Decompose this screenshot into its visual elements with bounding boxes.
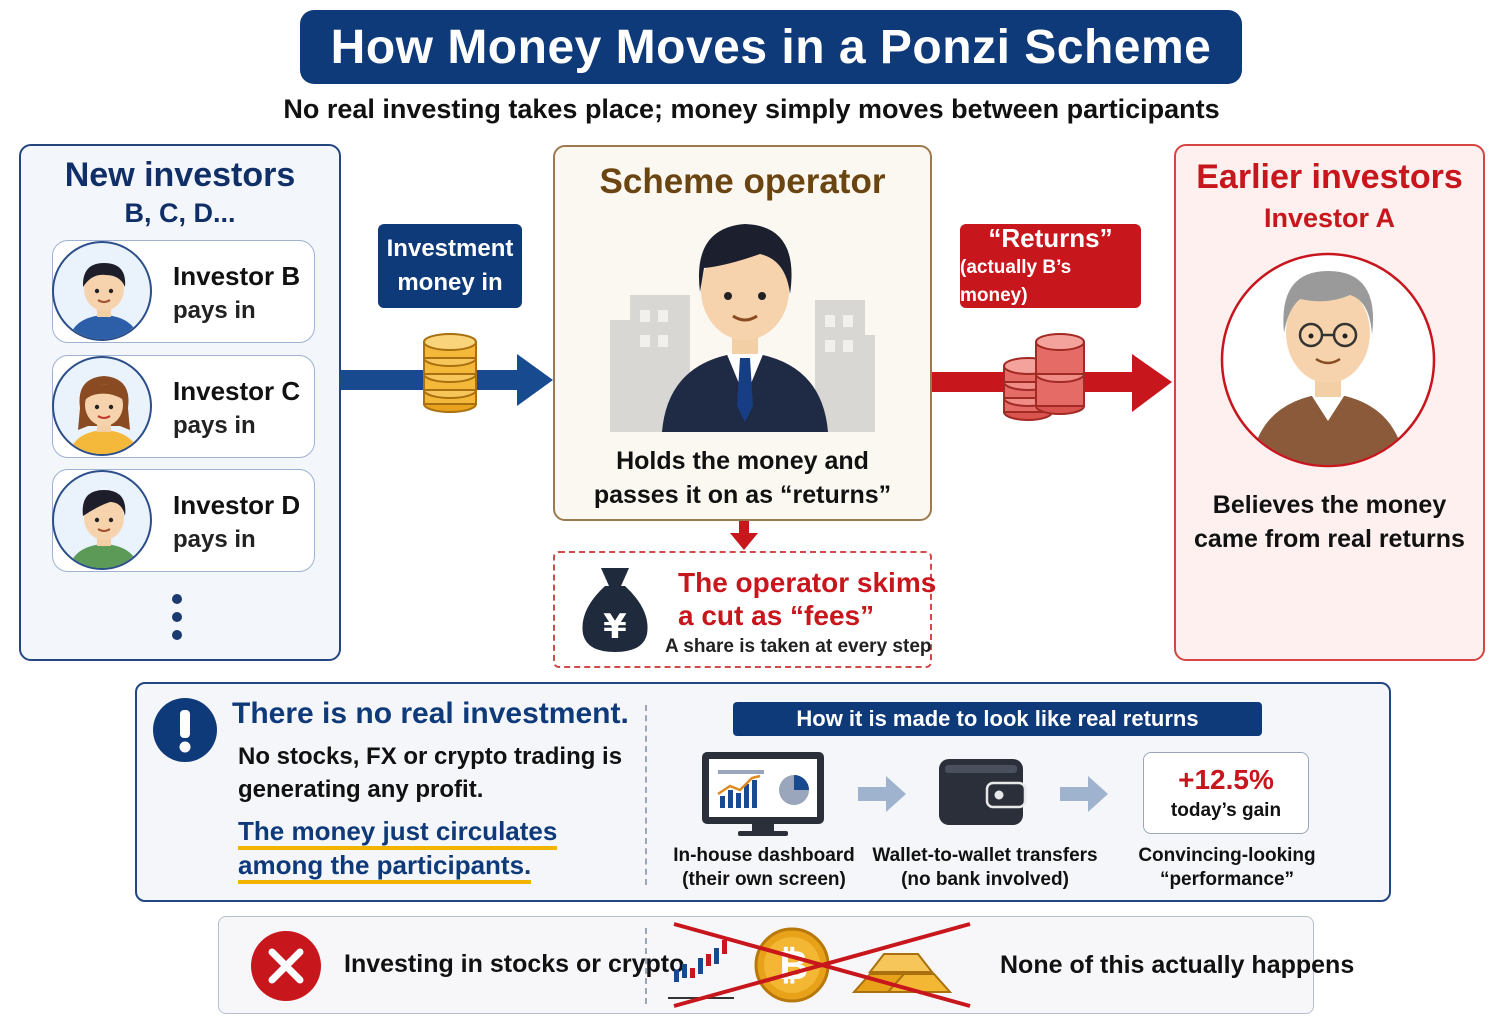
gain-label: today’s gain bbox=[1170, 800, 1282, 821]
investor-d-avatar-icon bbox=[52, 470, 152, 570]
investor-b-action: pays in bbox=[173, 297, 256, 324]
returns-label: “Returns” (actually B’s money) bbox=[960, 223, 1141, 308]
operator-avatar-icon bbox=[662, 224, 828, 432]
red-coins-icon bbox=[1003, 333, 1085, 421]
fees-line1: The operator skims bbox=[678, 567, 937, 598]
fees-line2: a cut as “fees” bbox=[678, 600, 875, 631]
more-dot bbox=[172, 612, 182, 622]
investor-a-avatar-icon bbox=[1220, 252, 1436, 468]
svg-text:₿: ₿ bbox=[776, 943, 809, 989]
gold-coins-icon bbox=[423, 333, 477, 413]
operator-description: Holds the money and passes it on as “ret… bbox=[553, 444, 932, 512]
investment-in-line1: Investment bbox=[386, 235, 514, 262]
step2-line1: Wallet-to-wallet transfers bbox=[872, 845, 1098, 866]
step-caption-performance: Convincing-looking “performance” bbox=[1128, 844, 1326, 892]
info-divider bbox=[645, 705, 647, 885]
gain-value: +12.5% bbox=[1178, 764, 1274, 795]
crossed-investments-illustration: ₿ bbox=[668, 922, 971, 1008]
returns-arrow bbox=[932, 333, 1172, 421]
step1-line1: In-house dashboard bbox=[673, 845, 855, 866]
earlier-desc-line2: came from real returns bbox=[1194, 525, 1465, 553]
investor-c-card: Investor C pays in bbox=[52, 355, 315, 458]
returns-subtitle: (actually B’s money) bbox=[960, 257, 1072, 306]
money-bag-icon: ¥ bbox=[582, 568, 648, 652]
step1-line2: (their own screen) bbox=[682, 869, 846, 890]
investor-b-card: Investor B pays in bbox=[52, 240, 315, 343]
investor-b-name: Investor B bbox=[173, 261, 301, 291]
investor-d-card: Investor D pays in bbox=[52, 469, 315, 572]
gain-card bbox=[1143, 752, 1309, 834]
step-arrow-icon bbox=[1060, 776, 1108, 812]
more-dot bbox=[172, 630, 182, 640]
bottom-right-text: None of this actually happens bbox=[1000, 951, 1355, 979]
info-highlight-line2: among the participants. bbox=[238, 850, 532, 884]
step3-line2: “performance” bbox=[1159, 869, 1295, 890]
down-arrow-icon bbox=[730, 521, 758, 550]
more-dot bbox=[172, 594, 182, 604]
investor-c-action: pays in bbox=[173, 412, 256, 439]
candlestick-chart-icon bbox=[668, 940, 734, 999]
exclamation-icon bbox=[153, 698, 217, 762]
investor-b-avatar-icon bbox=[52, 241, 152, 341]
info-text: No stocks, FX or crypto trading is gener… bbox=[238, 743, 623, 803]
how-label: How it is made to look like real returns bbox=[733, 702, 1262, 736]
investment-in-line2: money in bbox=[397, 269, 503, 296]
step2-line2: (no bank involved) bbox=[901, 869, 1069, 890]
arrow-head bbox=[517, 354, 553, 406]
investment-in-label: Investment money in bbox=[378, 224, 522, 308]
info-highlight-line1: The money just circulates bbox=[238, 816, 558, 850]
step-caption-wallet: Wallet-to-wallet transfers (no bank invo… bbox=[870, 844, 1100, 892]
arrow-head bbox=[1132, 354, 1172, 412]
dashboard-icon bbox=[702, 752, 824, 836]
investor-c-avatar-icon bbox=[52, 356, 152, 456]
investor-c-name: Investor C bbox=[173, 376, 301, 406]
investment-arrow bbox=[341, 333, 553, 413]
new-investors-subtitle: B, C, D... bbox=[124, 198, 236, 228]
operator-title: Scheme operator bbox=[599, 162, 886, 201]
operator-illustration bbox=[610, 224, 875, 432]
investor-d-name: Investor D bbox=[173, 490, 301, 520]
step-caption-dashboard: In-house dashboard (their own screen) bbox=[660, 844, 868, 892]
earlier-investors-description: Believes the money came from real return… bbox=[1174, 488, 1485, 556]
operator-desc-line2: passes it on as “returns” bbox=[593, 481, 892, 509]
returns-title: “Returns” bbox=[988, 223, 1113, 253]
step3-line1: Convincing-looking bbox=[1138, 845, 1316, 866]
earlier-desc-line1: Believes the money bbox=[1212, 491, 1447, 519]
step-arrow-icon bbox=[858, 776, 906, 812]
page-title: How Money Moves in a Ponzi Scheme bbox=[300, 10, 1242, 84]
wallet-icon bbox=[939, 759, 1027, 825]
info-heading: There is no real investment. bbox=[232, 697, 629, 730]
currency-symbol: ¥ bbox=[603, 607, 627, 647]
investor-d-action: pays in bbox=[173, 526, 256, 553]
earlier-investors-title: Earlier investors bbox=[1196, 158, 1463, 196]
page-subtitle: No real investing takes place; money sim… bbox=[283, 94, 1220, 124]
fees-subtext: A share is taken at every step bbox=[665, 636, 932, 657]
earlier-investors-subtitle: Investor A bbox=[1263, 203, 1396, 233]
cross-icon bbox=[251, 931, 321, 1001]
fees-title: The operator skims a cut as “fees” bbox=[678, 566, 936, 632]
bottom-left-text: Investing in stocks or crypto bbox=[344, 950, 685, 978]
bottom-divider bbox=[645, 928, 647, 1004]
new-investors-title: New investors bbox=[64, 156, 296, 194]
operator-desc-line1: Holds the money and bbox=[616, 447, 869, 475]
